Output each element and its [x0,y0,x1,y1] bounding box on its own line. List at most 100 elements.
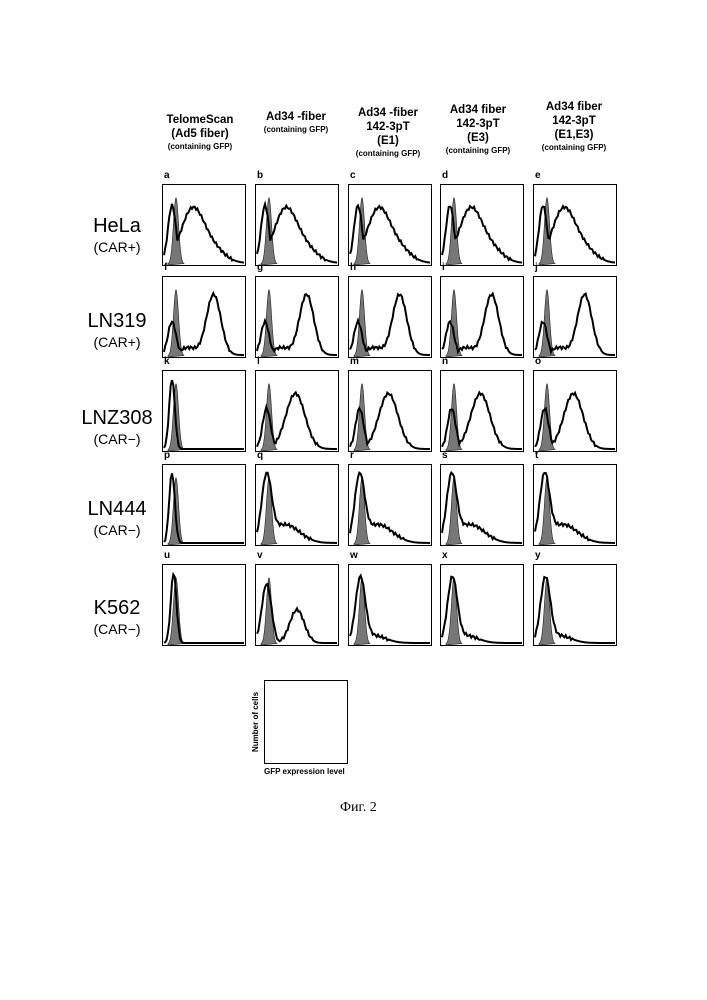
row-label-ln319-car: (CAR+) [62,333,172,351]
histogram-v [255,564,339,646]
histogram-i [440,276,524,358]
histogram-y [533,564,617,646]
panel-letter-x: x [442,551,448,561]
histogram-j [533,276,617,358]
row-label-lnz308-car: (CAR−) [62,430,172,448]
panel-letter-m: m [350,357,359,367]
histogram-panel-r [348,464,432,546]
column-header-2-note: (containing GFP) [244,124,348,135]
column-header-5-line1: Ad34 fiber [524,100,624,114]
histogram-panel-x [440,564,524,646]
histogram-b [255,184,339,266]
column-header-5-note: (containing GFP) [524,142,624,153]
histogram-panel-p [162,464,246,546]
column-header-5-line3: (E1,E3) [524,128,624,142]
histogram-k [162,370,246,452]
histogram-panel-i [440,276,524,358]
row-label-hela: HeLa (CAR+) [62,214,172,256]
panel-letter-g: g [257,263,263,273]
histogram-a [162,184,246,266]
column-header-5: Ad34 fiber 142-3pT (E1,E3) (containing G… [524,100,624,153]
column-header-3-line2: 142-3pT [340,120,436,134]
histogram-f [162,276,246,358]
panel-letter-w: w [350,551,358,561]
panel-letter-d: d [442,171,448,181]
panel-letter-e: e [535,171,541,181]
histogram-panel-b [255,184,339,266]
row-label-k562: K562 (CAR−) [62,596,172,638]
histogram-d [440,184,524,266]
panel-letter-q: q [257,451,263,461]
histogram-panel-f [162,276,246,358]
panel-letter-j: j [535,263,538,273]
histogram-panel-h [348,276,432,358]
column-header-4: Ad34 fiber 142-3pT (E3) (containing GFP) [430,103,526,156]
panel-letter-i: i [442,263,445,273]
histogram-panel-e [533,184,617,266]
row-label-ln319: LN319 (CAR+) [62,309,172,351]
figure-caption: Фиг. 2 [340,800,377,816]
column-header-1-note: (containing GFP) [152,141,248,152]
row-label-ln444-name: LN444 [62,497,172,521]
row-label-lnz308-name: LNZ308 [62,406,172,430]
histogram-panel-c [348,184,432,266]
histogram-c [348,184,432,266]
column-header-1-line1: TelomeScan [152,113,248,127]
column-header-3-line3: (E1) [340,134,436,148]
column-header-5-line2: 142-3pT [524,114,624,128]
histogram-s [440,464,524,546]
histogram-x [440,564,524,646]
panel-letter-c: c [350,171,356,181]
row-label-k562-name: K562 [62,596,172,620]
axis-legend [264,680,348,764]
panel-letter-t: t [535,451,538,461]
column-header-4-line3: (E3) [430,131,526,145]
row-label-hela-name: HeLa [62,214,172,238]
column-header-3-line1: Ad34 -fiber [340,106,436,120]
row-label-ln444: LN444 (CAR−) [62,497,172,539]
histogram-o [533,370,617,452]
histogram-l [255,370,339,452]
panel-letter-r: r [350,451,354,461]
histogram-h [348,276,432,358]
histogram-panel-j [533,276,617,358]
histogram-panel-m [348,370,432,452]
histogram-panel-n [440,370,524,452]
column-header-3-note: (containing GFP) [340,148,436,159]
column-header-1: TelomeScan (Ad5 fiber) (containing GFP) [152,113,248,152]
histogram-t [533,464,617,546]
panel-letter-u: u [164,551,170,561]
row-label-ln444-car: (CAR−) [62,521,172,539]
histogram-p [162,464,246,546]
panel-letter-s: s [442,451,448,461]
column-header-4-line1: Ad34 fiber [430,103,526,117]
histogram-u [162,564,246,646]
axis-legend-box [264,680,348,764]
histogram-e [533,184,617,266]
row-label-lnz308: LNZ308 (CAR−) [62,406,172,448]
panel-letter-b: b [257,171,263,181]
row-label-hela-car: (CAR+) [62,238,172,256]
histogram-g [255,276,339,358]
panel-letter-y: y [535,551,541,561]
panel-letter-p: p [164,451,170,461]
histogram-panel-l [255,370,339,452]
histogram-n [440,370,524,452]
panel-letter-v: v [257,551,263,561]
column-header-2-line1: Ad34 -fiber [244,110,348,124]
row-label-k562-car: (CAR−) [62,620,172,638]
histogram-panel-q [255,464,339,546]
histogram-w [348,564,432,646]
histogram-panel-o [533,370,617,452]
histogram-panel-u [162,564,246,646]
column-header-1-line2: (Ad5 fiber) [152,127,248,141]
histogram-q [255,464,339,546]
histogram-panel-d [440,184,524,266]
histogram-panel-a [162,184,246,266]
column-header-4-line2: 142-3pT [430,117,526,131]
panel-letter-l: l [257,357,260,367]
legend-y-label: Number of cells [251,692,260,752]
histogram-r [348,464,432,546]
panel-letter-a: a [164,171,170,181]
histogram-m [348,370,432,452]
